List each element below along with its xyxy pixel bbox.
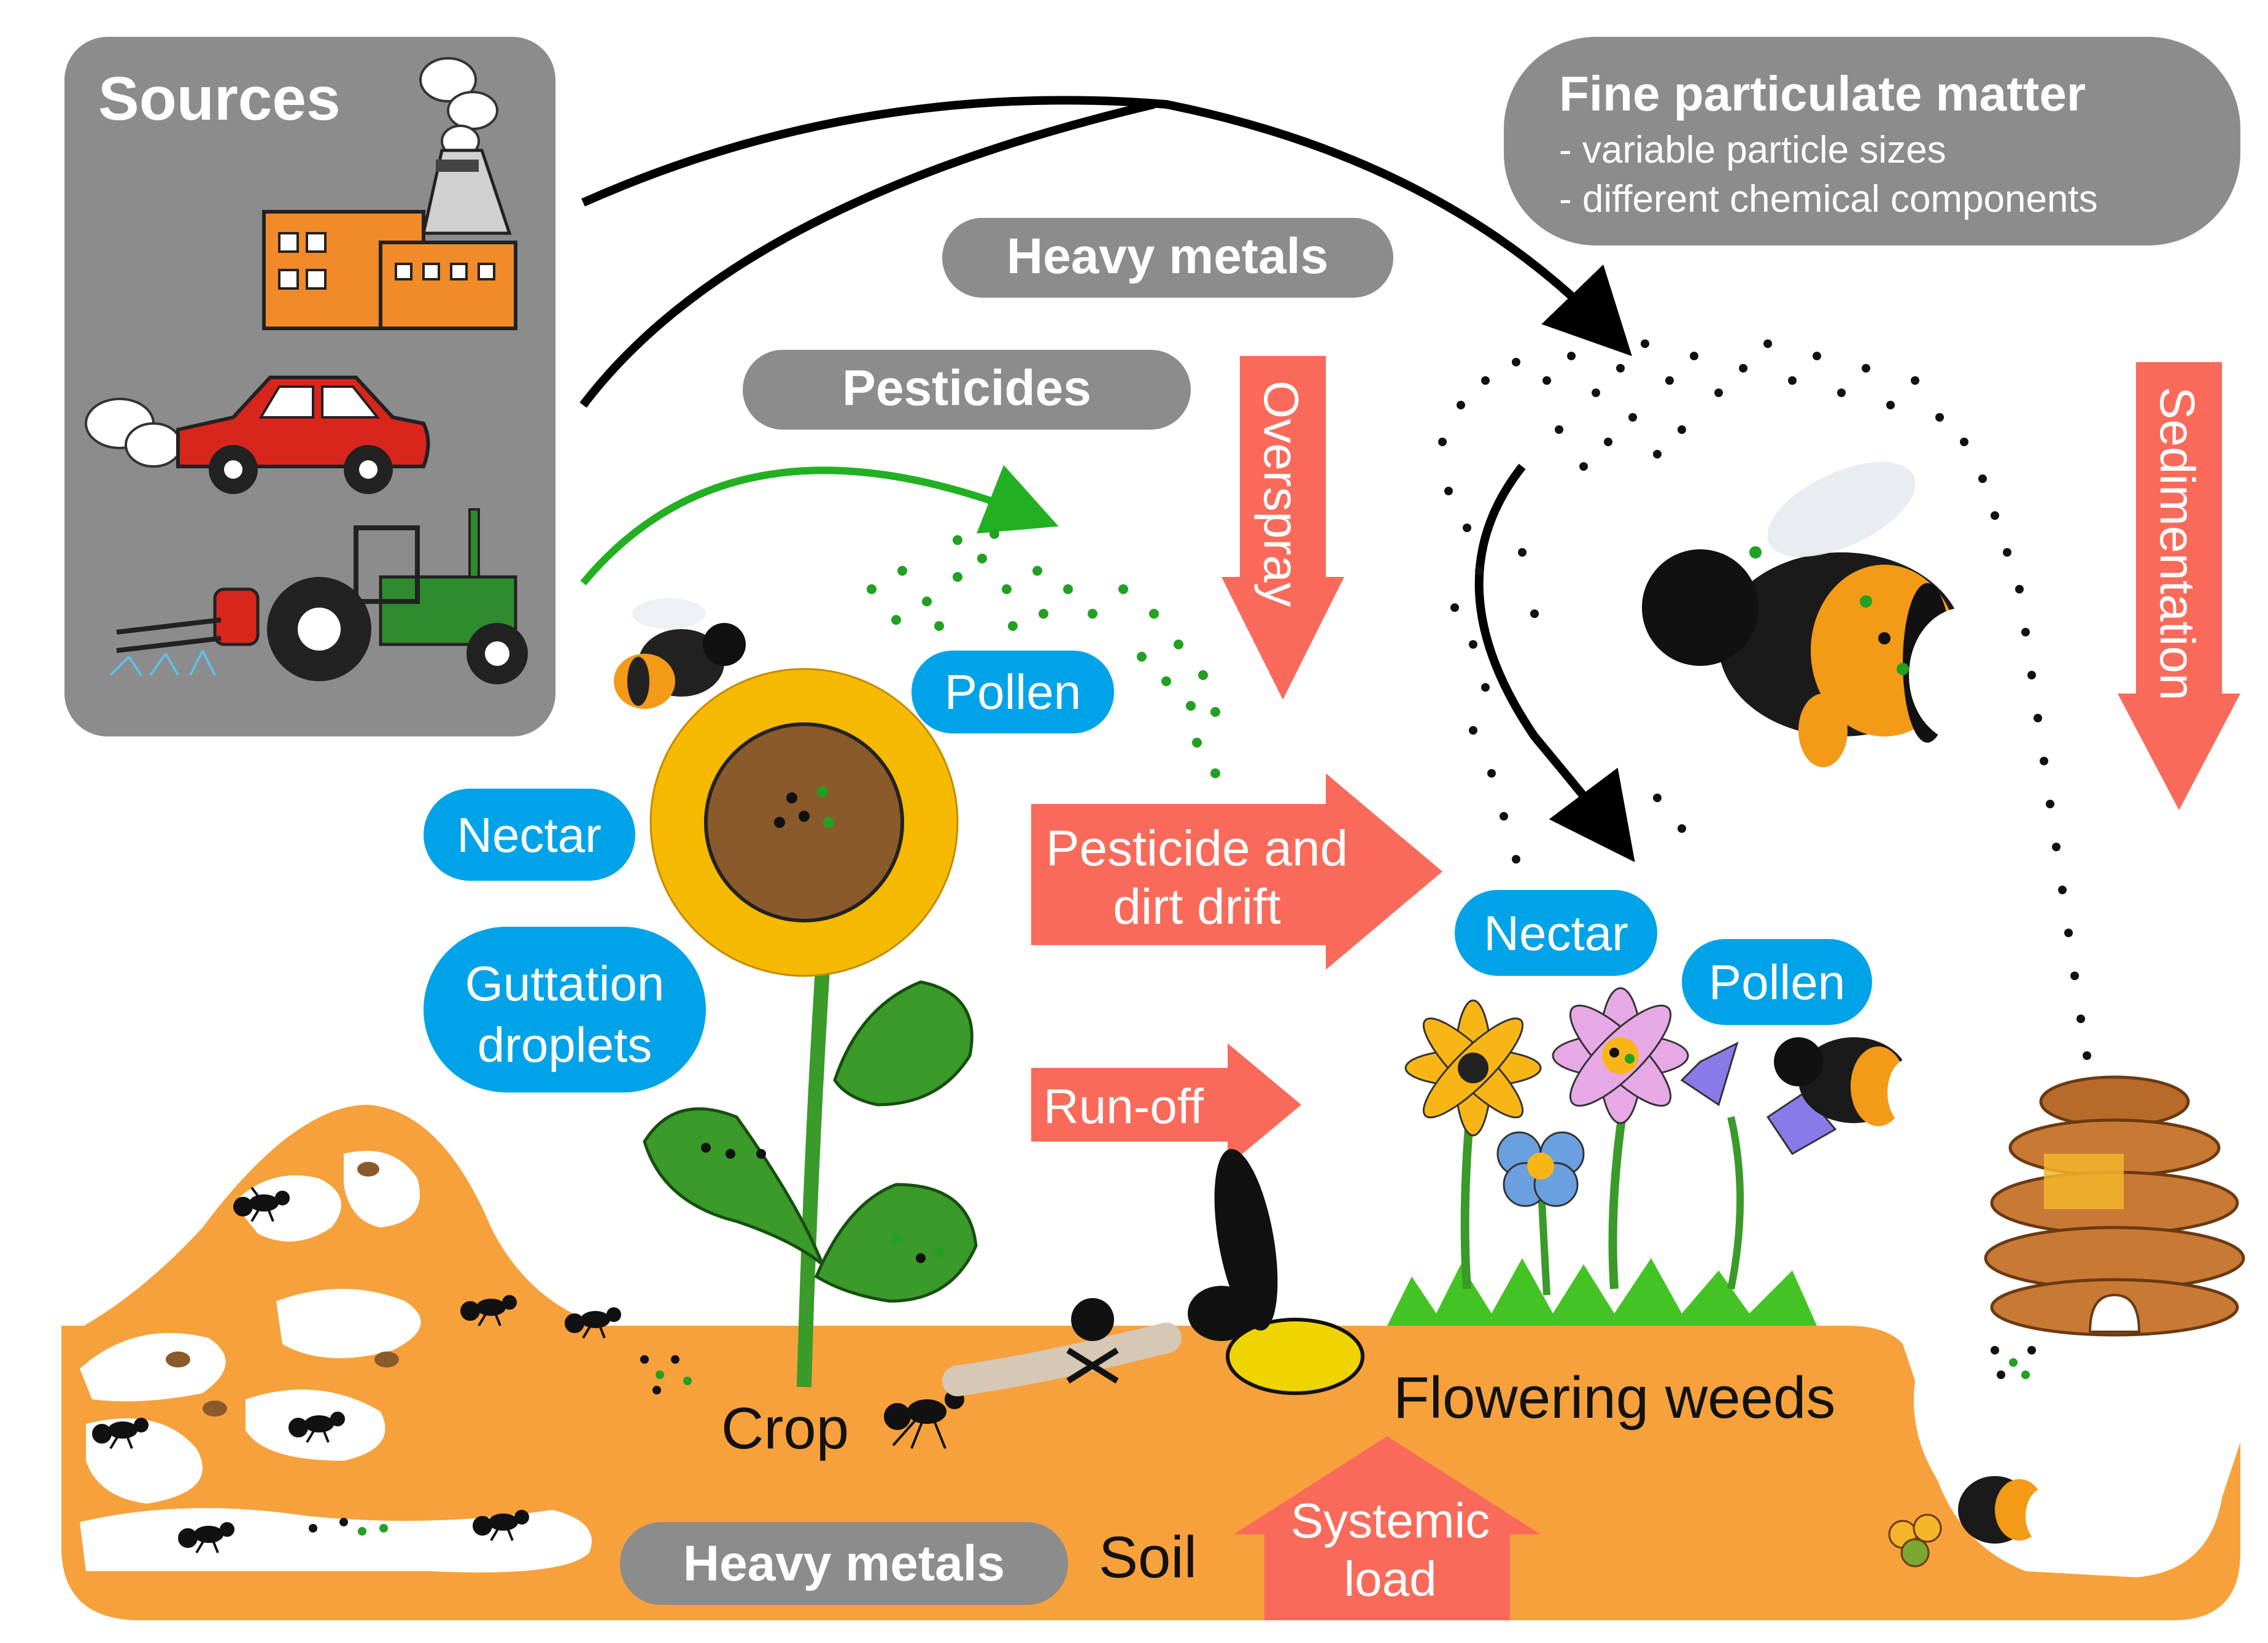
car-to-particulate-arrow: [579, 100, 1155, 408]
svg-text:Pesticide and: Pesticide and: [1046, 821, 1348, 876]
pesticide-drift-arrow: Pesticide and dirt drift: [1031, 773, 1442, 970]
tractor-icon: [109, 508, 528, 684]
nectar-crop-label: Nectar: [424, 789, 635, 881]
overspray-arrow: Overspray: [1221, 356, 1344, 700]
flowering-weeds: [1387, 987, 1930, 1326]
fine-particulate-box: Fine particulate matter - variable parti…: [1504, 37, 2240, 245]
svg-text:Heavy metals: Heavy metals: [683, 1536, 1005, 1591]
bee-burrow-icon: [1888, 1476, 2062, 1568]
wasp-larva-group: [942, 1149, 1364, 1396]
svg-text:Nectar: Nectar: [1484, 906, 1628, 961]
particulate-bullet-1: - variable particle sizes: [1559, 129, 1946, 171]
sources-panel: Sources: [64, 37, 555, 736]
runoff-arrow: Run-off: [1031, 1043, 1301, 1166]
sources-title: Sources: [98, 64, 341, 133]
svg-text:load: load: [1344, 1552, 1436, 1606]
soil-pollutant-dots: [309, 1346, 2036, 1536]
pollen-weeds-label: Pollen: [1682, 939, 1872, 1025]
particulate-to-weeds-arrow: [1474, 463, 1635, 862]
svg-text:Run-off: Run-off: [1043, 1079, 1204, 1134]
heavy-metals-air-label: Heavy metals: [942, 218, 1393, 298]
car-icon: [85, 376, 430, 494]
svg-text:Heavy metals: Heavy metals: [1007, 228, 1328, 284]
svg-text:Pesticides: Pesticides: [842, 360, 1091, 416]
bumblebee-icon: [1642, 462, 2019, 767]
fine-particulate-title: Fine particulate matter: [1559, 66, 2086, 121]
soil-label: Soil: [1099, 1525, 1197, 1590]
crop-label: Crop: [721, 1396, 849, 1461]
transport-arrows: [579, 96, 1635, 862]
svg-text:Nectar: Nectar: [457, 808, 602, 862]
particulate-bullet-2: - different chemical components: [1559, 178, 2098, 220]
bee-small-icon: [614, 598, 746, 709]
particulate-dots: [1438, 339, 2091, 1060]
svg-text:Systemic: Systemic: [1291, 1493, 1490, 1548]
svg-text:Sedimentation: Sedimentation: [2150, 387, 2205, 700]
heavy-metals-soil-label: Heavy metals: [620, 1522, 1068, 1605]
svg-text:Pollen: Pollen: [945, 665, 1081, 719]
factory-icon: [262, 57, 517, 330]
ants: [92, 1186, 964, 1554]
svg-text:Guttation: Guttation: [465, 956, 665, 1011]
pollen-crop-label: Pollen: [911, 651, 1114, 733]
systemic-load-arrow: Systemic load: [1234, 1436, 1541, 1620]
nectar-weeds-label: Nectar: [1455, 890, 1657, 976]
sunflower-crop: [643, 668, 978, 1388]
factory-to-particulate-arrow: [581, 96, 1632, 357]
sedimentation-arrow: Sedimentation: [2118, 362, 2240, 810]
pesticide-droplets: [867, 529, 1220, 778]
svg-text:dirt drift: dirt drift: [1113, 879, 1281, 935]
pesticide-spray-arrow: [580, 465, 1059, 586]
svg-text:Pollen: Pollen: [1709, 955, 1845, 1010]
ant-hill: [61, 1105, 602, 1620]
guttation-droplets-label: Guttation droplets: [424, 927, 706, 1092]
flowering-weeds-label: Flowering weeds: [1393, 1365, 1835, 1431]
svg-text:Overspray: Overspray: [1254, 381, 1309, 607]
beehive-icon: [1984, 1075, 2245, 1337]
svg-text:droplets: droplets: [478, 1018, 652, 1072]
pesticides-label: Pesticides: [743, 350, 1191, 430]
